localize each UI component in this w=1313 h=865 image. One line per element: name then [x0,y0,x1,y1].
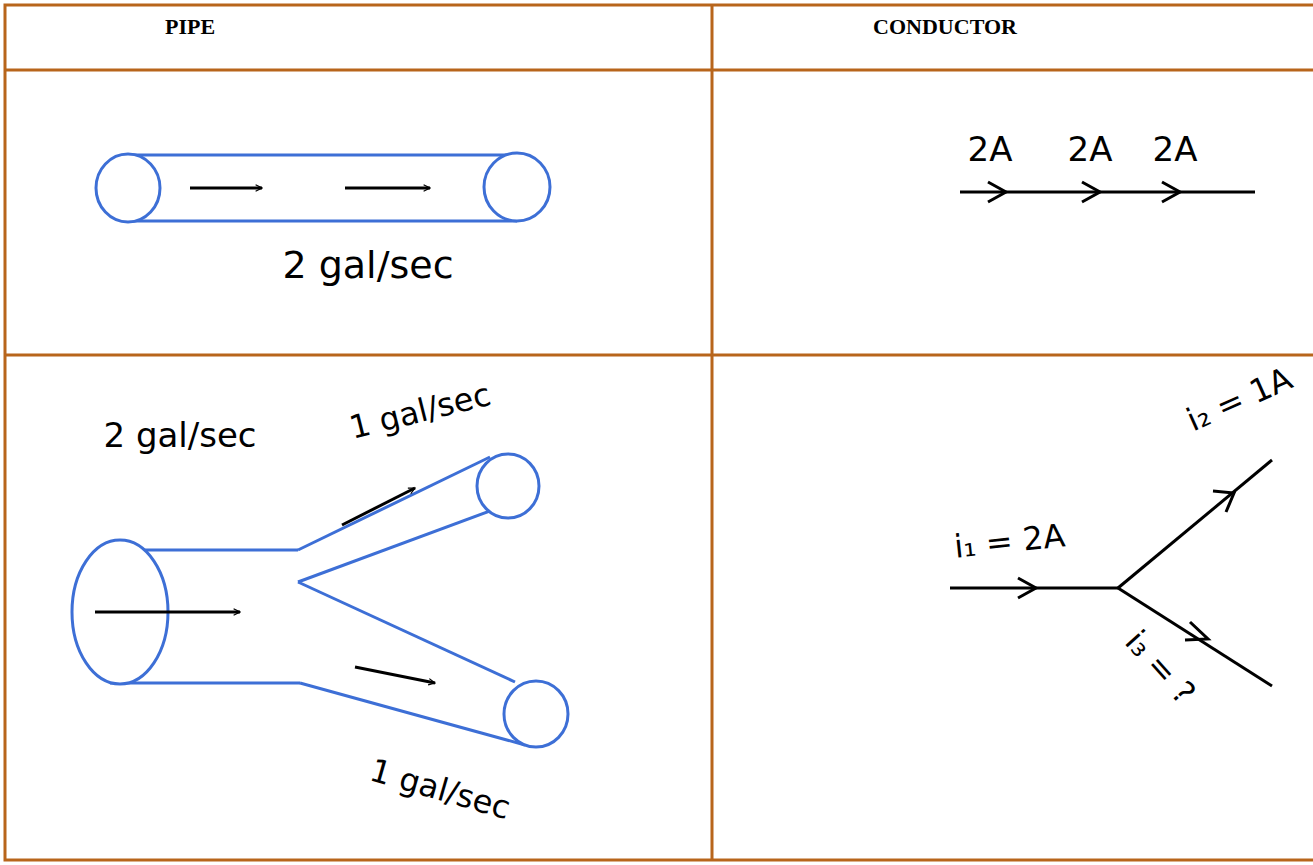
flow-arrows [190,187,430,190]
column-header: PIPE [165,15,215,39]
current-arrow [1162,182,1180,202]
pipe-wall [110,682,300,685]
branching-conductor [950,460,1272,686]
current-arrow [1185,622,1208,640]
pipe-end [504,681,568,747]
pipe-wall [298,457,490,550]
pipe-wall [130,220,517,223]
column-header: CONDUCTOR [873,15,1017,39]
flow-rate: 2 gal/sec [103,417,256,454]
row-divider [5,354,1313,357]
pipe-end [477,454,539,518]
flow-rate: 1 gal/sec [346,378,494,447]
flow-arrows [95,488,435,683]
flow-rate: 1 gal/sec [366,753,514,827]
pipe-end [96,154,160,222]
pipe-end [484,153,550,221]
flow-arrow [342,488,415,525]
current-label: i₁ = 2A [953,519,1067,566]
current-arrow [1082,182,1100,202]
current-arrow [1018,578,1036,598]
pipe-wall [130,154,517,157]
current-value: 2A [968,131,1013,168]
straight-pipe [96,153,550,222]
branching-pipe [72,454,568,747]
wire [1118,460,1272,588]
current-value: 2A [1068,131,1113,168]
column-divider [711,5,714,860]
pipe-wall [298,582,515,682]
flow-arrow [190,187,262,190]
straight-conductor [960,182,1255,202]
row-divider [5,69,1313,72]
current-label: i₂ = 1A [1182,361,1298,438]
current-arrow [988,182,1006,202]
flow-arrow [345,187,430,190]
current-arrow [1213,491,1234,512]
flow-rate: 2 gal/sec [282,245,453,287]
flow-arrow [355,667,435,683]
table-grid [5,5,1313,860]
table-border [5,5,1313,860]
current-label: i₃ = ? [1118,624,1202,711]
flow-arrow [95,611,240,614]
current-value: 2A [1153,131,1198,168]
pipe-wall [300,683,525,745]
